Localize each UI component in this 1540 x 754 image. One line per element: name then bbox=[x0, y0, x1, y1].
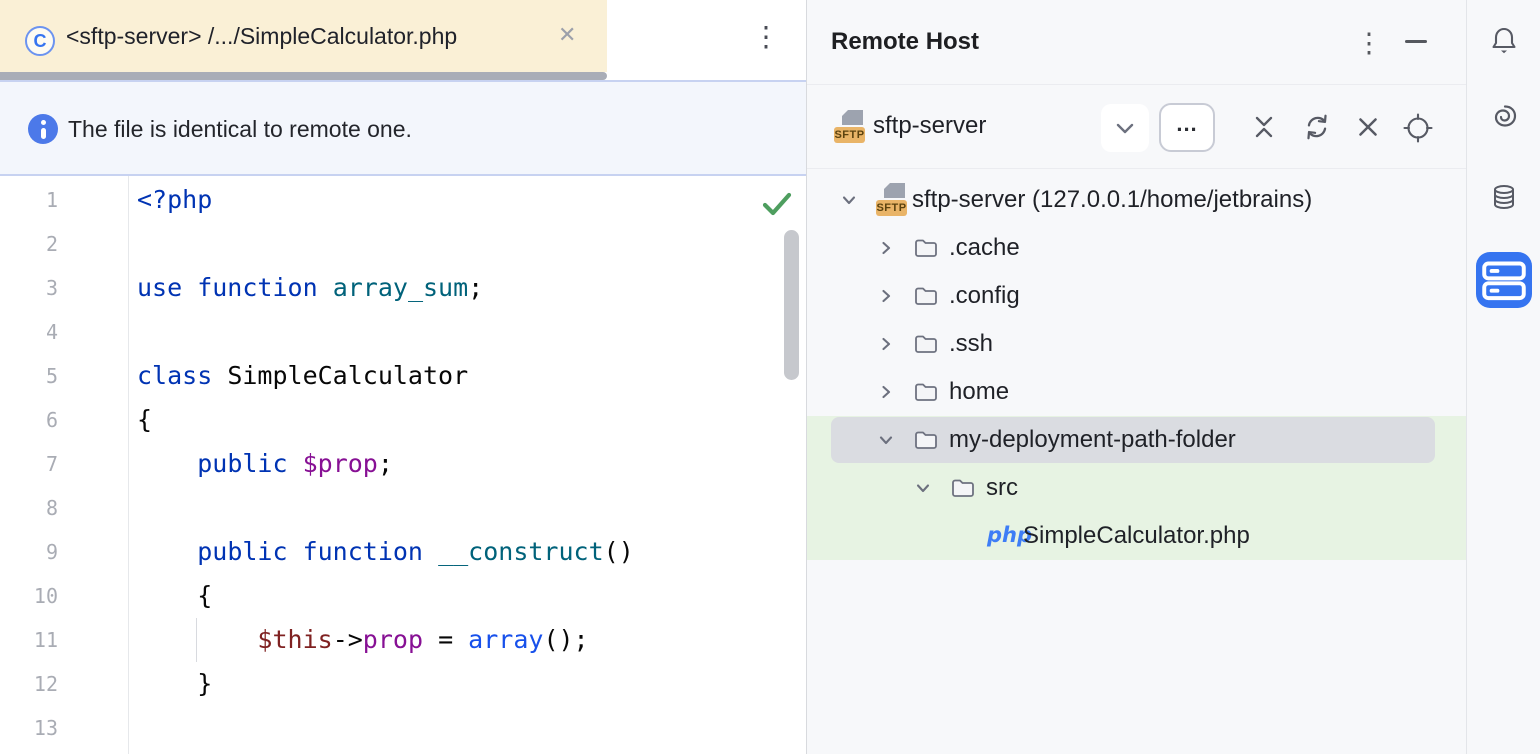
code-line[interactable]: } bbox=[137, 669, 213, 698]
close-tab-icon[interactable]: ✕ bbox=[558, 22, 577, 47]
close-icon[interactable] bbox=[1354, 113, 1382, 141]
collapse-all-icon[interactable] bbox=[1250, 113, 1278, 141]
file-sync-banner: The file is identical to remote one. bbox=[0, 80, 806, 225]
database-icon[interactable] bbox=[1489, 183, 1519, 213]
remote-host-header: Remote Host ⋮ bbox=[807, 0, 1466, 85]
php-class-icon: C bbox=[25, 26, 55, 56]
chevron-right-icon[interactable] bbox=[877, 383, 895, 401]
folder-icon bbox=[950, 475, 976, 501]
tree-item-label: .ssh bbox=[949, 330, 994, 357]
editor-tab-strip: C <sftp-server> /.../SimpleCalculator.ph… bbox=[0, 0, 806, 80]
hide-panel-icon[interactable] bbox=[1405, 40, 1427, 43]
tree-row[interactable]: .cache bbox=[807, 224, 1466, 272]
server-dropdown-button[interactable] bbox=[1101, 104, 1149, 152]
remote-host-toolbar: SFTP sftp-server ... bbox=[807, 85, 1466, 169]
banner-message: The file is identical to remote one. bbox=[68, 116, 412, 142]
code-line[interactable]: public $prop; bbox=[197, 449, 393, 478]
panel-title: Remote Host bbox=[831, 28, 980, 55]
sftp-server-icon: SFTP bbox=[876, 183, 908, 217]
remote-host-panel: Remote Host ⋮ SFTP sftp-server ... bbox=[806, 0, 1466, 754]
tree-row[interactable]: .config bbox=[807, 272, 1466, 320]
code-line[interactable]: class SimpleCalculator bbox=[137, 361, 469, 390]
inspections-ok-checkmark-icon[interactable] bbox=[761, 188, 793, 220]
editor-options-kebab-icon[interactable]: ⋮ bbox=[752, 21, 780, 52]
code-line[interactable]: public function __construct() bbox=[197, 537, 634, 566]
code-line[interactable] bbox=[137, 486, 634, 530]
editor-scrollbar[interactable] bbox=[784, 230, 799, 380]
tree-item-label: sftp-server (127.0.0.1/home/jetbrains) bbox=[912, 186, 1313, 213]
more-options-button[interactable]: ... bbox=[1159, 103, 1215, 152]
ai-assistant-swirl-icon[interactable] bbox=[1489, 102, 1519, 132]
chevron-right-icon[interactable] bbox=[877, 287, 895, 305]
tree-item-label: SimpleCalculator.php bbox=[1023, 522, 1250, 549]
tree-item-label: home bbox=[949, 378, 1010, 405]
chevron-down-icon[interactable] bbox=[877, 431, 895, 449]
right-toolwindow-stripe bbox=[1466, 0, 1540, 754]
locate-file-icon[interactable] bbox=[1403, 113, 1433, 143]
tree-item-label: .config bbox=[949, 282, 1020, 309]
notifications-bell-icon[interactable] bbox=[1489, 26, 1519, 56]
code-line[interactable] bbox=[137, 706, 634, 750]
refresh-icon[interactable] bbox=[1303, 113, 1331, 141]
folder-icon bbox=[913, 283, 939, 309]
folder-icon bbox=[913, 235, 939, 261]
indent-guide bbox=[196, 618, 197, 662]
tree-row[interactable]: src bbox=[807, 464, 1466, 512]
code-line[interactable]: { bbox=[137, 405, 153, 434]
server-name-label: sftp-server bbox=[873, 112, 987, 139]
server-racks-icon bbox=[1482, 261, 1526, 301]
tab-title: <sftp-server> /.../SimpleCalculator.php bbox=[66, 23, 458, 49]
tree-item-label: .cache bbox=[949, 234, 1020, 261]
tree-row[interactable]: my-deployment-path-folder bbox=[807, 416, 1466, 464]
sftp-server-icon: SFTP bbox=[834, 110, 866, 144]
chevron-down-icon[interactable] bbox=[914, 479, 932, 497]
tree-row[interactable]: home bbox=[807, 368, 1466, 416]
info-icon bbox=[28, 114, 58, 144]
chevron-right-icon[interactable] bbox=[877, 239, 895, 257]
tree-item-label: my-deployment-path-folder bbox=[949, 426, 1236, 453]
gutter-separator bbox=[128, 176, 129, 754]
tab-active-indicator bbox=[0, 72, 607, 80]
tree-item-label: src bbox=[986, 474, 1018, 501]
tree-row[interactable]: .ssh bbox=[807, 320, 1466, 368]
code-line[interactable]: <?php bbox=[137, 185, 213, 214]
folder-icon bbox=[913, 427, 939, 453]
remote-host-stripe-button-active[interactable] bbox=[1476, 252, 1532, 308]
code-line[interactable] bbox=[137, 310, 634, 354]
panel-options-kebab-icon[interactable]: ⋮ bbox=[1355, 28, 1383, 58]
line-numbers: 1 2 3 4 5 6 7 8 9 10 11 12 13 bbox=[33, 188, 58, 740]
editor-tab[interactable]: C <sftp-server> /.../SimpleCalculator.ph… bbox=[0, 0, 607, 72]
folder-icon bbox=[913, 331, 939, 357]
folder-icon bbox=[913, 379, 939, 405]
php-file-icon: php bbox=[987, 523, 1033, 547]
code-line[interactable] bbox=[137, 222, 634, 266]
code-line[interactable]: $this->prop = array(); bbox=[257, 625, 589, 654]
code-editor[interactable]: 1 2 3 4 5 6 7 8 9 10 11 12 13 <?php use f… bbox=[0, 176, 806, 754]
code-content[interactable]: <?php use function array_sum;class Simple… bbox=[137, 178, 634, 750]
code-line[interactable]: { bbox=[137, 581, 213, 610]
chevron-right-icon[interactable] bbox=[877, 335, 895, 353]
chevron-down-icon[interactable] bbox=[840, 191, 858, 209]
code-line[interactable]: use function array_sum; bbox=[137, 273, 484, 302]
